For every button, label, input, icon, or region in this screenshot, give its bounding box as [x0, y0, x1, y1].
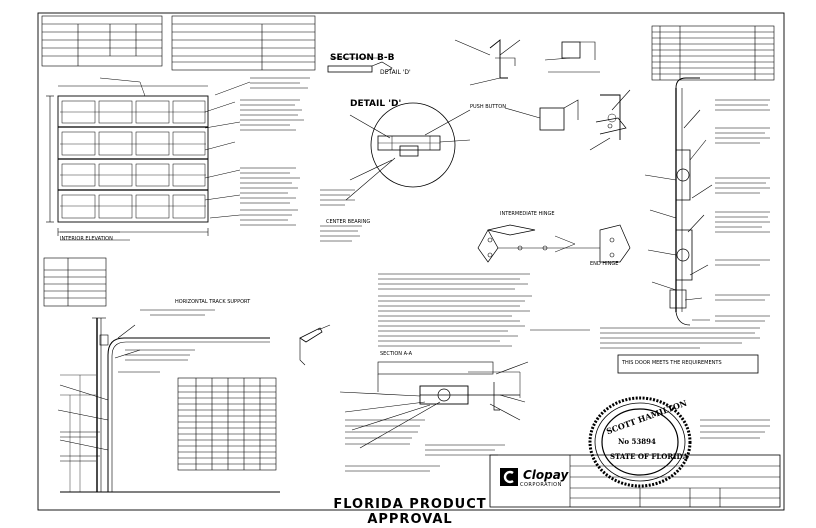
clopay-logo-icon [500, 468, 518, 486]
vertical-track-assembly [644, 77, 713, 326]
strut-table [177, 377, 277, 471]
stamp-note-box [617, 354, 759, 374]
detail-d-label: DETAIL 'D' [350, 99, 402, 109]
wall-track-section [57, 317, 280, 493]
end-bracket-detail [595, 117, 627, 135]
max-table [43, 257, 107, 307]
sheet-border [37, 12, 785, 511]
seal-state: STATE OF FLORIDA [610, 452, 688, 461]
engineer-seal-icon [588, 396, 692, 488]
intermediate-hinge [477, 224, 631, 263]
spring-anchor-detail [339, 361, 529, 449]
seal-number: No 53894 [618, 437, 656, 446]
push-button-note: PUSH BUTTON [470, 104, 506, 110]
note-text-lines [60, 77, 770, 472]
section-b-b-label: SECTION B-B [330, 53, 395, 63]
company-logo-sub: CORPORATION [520, 482, 562, 488]
center-bearing-note: CENTER BEARING [326, 219, 371, 225]
stamp-note-text: THIS DOOR MEETS THE REQUIREMENTS [622, 360, 722, 366]
top-left-table [41, 15, 163, 67]
detail-d-view [345, 102, 471, 201]
end-hinge-label: END HINGE [590, 261, 619, 267]
top-middle-table [171, 15, 316, 71]
company-logo-name: Clopay [523, 468, 569, 482]
bracket-details-top [454, 39, 600, 86]
footer-title: FLORIDA PRODUCT APPROVAL [333, 497, 487, 527]
small-angle-detail [299, 324, 331, 366]
track-support-note: HORIZONTAL TRACK SUPPORT [175, 299, 251, 305]
section-b-b [327, 57, 393, 73]
revision-table [651, 25, 775, 81]
detail-d-reference: DETAIL 'D' [380, 69, 411, 76]
interior-elevation-door [46, 85, 209, 236]
intermediate-hinge-label: INTERMEDIATE HINGE [500, 211, 555, 217]
door-note-leaders [99, 77, 251, 219]
bracket-details-middle [504, 89, 631, 151]
section-a-a-label: SECTION A-A [380, 351, 413, 357]
interior-elevation-label: INTERIOR ELEVATION [60, 236, 113, 242]
